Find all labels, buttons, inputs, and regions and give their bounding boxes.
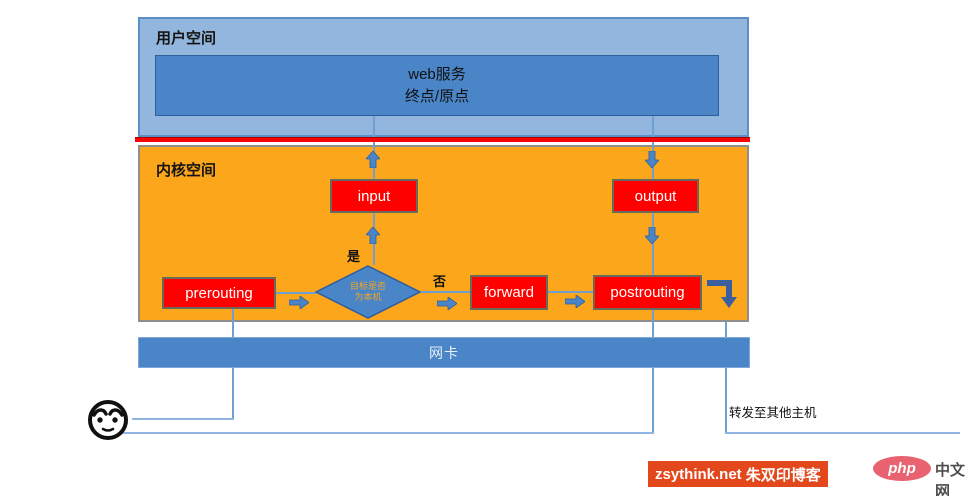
destination-decision-diamond: 目标是否 为本机: [315, 265, 421, 319]
forward-label: forward: [483, 284, 535, 301]
nic-label: 网卡: [429, 344, 459, 361]
decision-line1: 目标是否: [349, 280, 386, 291]
bent-down-arrow-icon: [705, 276, 739, 310]
output-label: output: [634, 187, 677, 205]
space-divider-line: [135, 137, 750, 142]
input-label: input: [357, 187, 391, 205]
php-logo-text: php: [888, 460, 916, 477]
web-service-line1: web服务: [408, 65, 466, 83]
right-arrow-icon: [565, 295, 585, 308]
kernel-space-label: 内核空间: [156, 162, 217, 179]
connector-web-to-output: [652, 116, 654, 180]
forward-to-other-host-label: 转发至其他主机: [729, 406, 817, 420]
php-site-label: 中文网: [935, 462, 966, 496]
decision-text: 目标是否 为本机: [315, 265, 421, 319]
diamond-shape-icon: [315, 265, 421, 319]
prerouting-label: prerouting: [185, 284, 253, 302]
postrouting-label: postrouting: [610, 284, 685, 301]
connector-forward-out-down: [725, 322, 727, 433]
down-arrow-icon: [645, 227, 659, 244]
decision-line2: 为本机: [354, 292, 382, 302]
blog-domain-text: zsythink.net: [655, 465, 742, 483]
connector-postrouting-to-client: [120, 432, 654, 434]
output-chain-box: output: [612, 179, 699, 213]
connector-forward-out-right: [725, 432, 960, 434]
decision-yes-label: 是: [347, 249, 361, 264]
nic-bar: 网卡: [138, 337, 750, 368]
php-logo-icon: php: [873, 456, 931, 481]
up-arrow-icon: [366, 151, 380, 168]
connector-client-to-prerouting: [132, 418, 234, 420]
connector-postrouting-down: [652, 310, 654, 433]
web-service-line2: 终点/原点: [404, 87, 470, 105]
postrouting-chain-box: postrouting: [593, 275, 702, 310]
connector-output-to-postrouting: [652, 213, 654, 275]
up-arrow-icon: [366, 227, 380, 244]
client-face-icon: [84, 398, 132, 446]
forward-chain-box: forward: [470, 275, 548, 310]
blog-watermark: zsythink.net 朱双印博客: [648, 461, 828, 487]
right-arrow-icon: [289, 296, 309, 309]
connector-prerouting-to-diamond: [276, 292, 316, 294]
down-arrow-icon: [645, 151, 659, 168]
connector-web-to-input: [373, 116, 375, 180]
blog-name-text: 朱双印博客: [745, 466, 821, 484]
user-space-label: 用户空间: [156, 30, 217, 47]
prerouting-chain-box: prerouting: [162, 277, 276, 309]
connector-forward-to-postrouting: [548, 291, 593, 293]
connector-diamond-to-forward: [421, 291, 470, 293]
input-chain-box: input: [330, 179, 418, 213]
web-service-box: web服务 终点/原点: [155, 55, 719, 116]
right-arrow-icon: [437, 297, 457, 310]
decision-no-label: 否: [433, 274, 447, 289]
